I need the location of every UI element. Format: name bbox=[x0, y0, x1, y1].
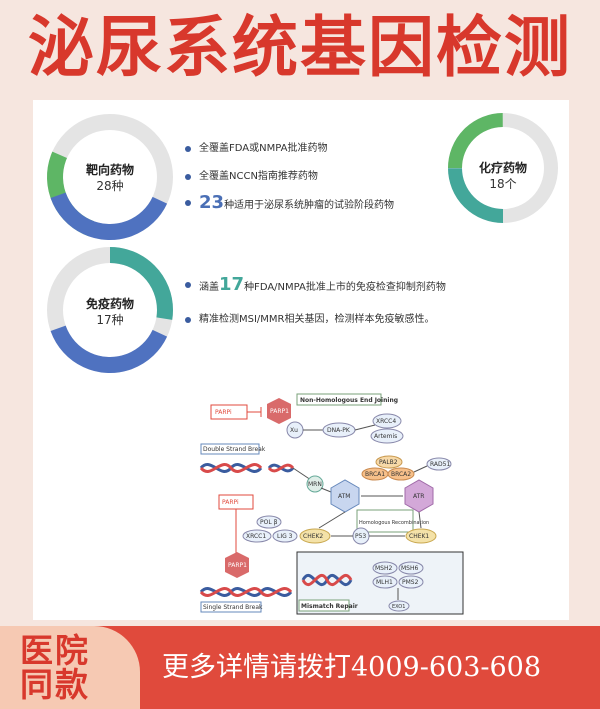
immune-bullet-2: 精准检测MSI/MMR相关基因，检测样本免疫敏感性。 bbox=[185, 313, 446, 327]
immune-bullets: 涵盖17种FDA/NMPA批准上市的免疫检查抑制剂药物 精准检测MSI/MMR相… bbox=[185, 276, 446, 341]
chemo-ring-green bbox=[448, 113, 558, 223]
mlh1-node bbox=[372, 575, 398, 589]
immune-count: 17种 bbox=[96, 313, 124, 327]
chek1-label: CHEK1 bbox=[409, 533, 429, 540]
parpi-top-label: PARPi bbox=[215, 409, 232, 416]
chemo-label: 化疗药物 18个 bbox=[468, 160, 538, 192]
rad51-node bbox=[426, 457, 452, 471]
chek2-node bbox=[299, 528, 331, 544]
exo1-label: EXO1 bbox=[392, 604, 405, 610]
atr-hex bbox=[404, 479, 434, 513]
hospital-stamp bbox=[0, 626, 140, 709]
atm-hex bbox=[330, 479, 360, 513]
atm-label: ATM bbox=[338, 493, 350, 500]
immune-ring-blue bbox=[47, 247, 173, 373]
exo1-node bbox=[388, 600, 410, 612]
msh6-label: MSH6 bbox=[401, 565, 418, 572]
polb-label: POL β bbox=[260, 519, 278, 526]
immune-bullet-1: 涵盖17种FDA/NMPA批准上市的免疫检查抑制剂药物 bbox=[185, 276, 446, 295]
xrcc4-node bbox=[372, 413, 402, 429]
dsb-box bbox=[200, 443, 260, 455]
polb-node bbox=[256, 515, 282, 529]
msh2-label: MSH2 bbox=[375, 565, 392, 572]
mrn-node bbox=[306, 475, 324, 493]
mrn-label: MRN bbox=[308, 481, 322, 488]
parp1-bottom-hex bbox=[225, 552, 249, 578]
brca2-node bbox=[387, 467, 415, 481]
parpi-bottom-label: PARPi bbox=[222, 499, 239, 506]
page-title: 泌尿系统基因检测 bbox=[28, 8, 572, 86]
xrcc1-label: XRCC1 bbox=[246, 533, 266, 540]
mmr-label-box bbox=[298, 599, 350, 612]
lig3-label: LIG 3 bbox=[277, 533, 293, 540]
dnapk-label: DNA-PK bbox=[327, 427, 351, 434]
mlh1-label: MLH1 bbox=[376, 579, 393, 586]
hr-label: Homologous Recombination bbox=[359, 520, 429, 526]
atr-label: ATR bbox=[413, 493, 424, 500]
msh6-node bbox=[398, 561, 424, 575]
palb2-label: PALB2 bbox=[379, 459, 398, 466]
targeted-bullet-1: 全覆盖FDA或NMPA批准药物 bbox=[185, 142, 394, 156]
immune-ring-chart bbox=[47, 247, 173, 373]
xrcc4-label: XRCC4 bbox=[376, 418, 396, 425]
hr-box bbox=[356, 509, 414, 533]
targeted-count: 28种 bbox=[96, 179, 124, 193]
pms2-node bbox=[398, 575, 424, 589]
nhej-box bbox=[296, 393, 382, 406]
artemis-node bbox=[370, 428, 404, 444]
xu-label: Xu bbox=[290, 427, 298, 434]
mmr-label: Mismatch Repair bbox=[301, 603, 358, 610]
nhej-label: Non-Homologous End Joining bbox=[300, 397, 398, 404]
contact-phone[interactable]: 更多详情请拨打4009-603-608 bbox=[162, 652, 542, 683]
lig3-node bbox=[272, 529, 298, 543]
targeted-bullet-2: 全覆盖NCCN指南推荐药物 bbox=[185, 170, 394, 184]
palb2-node bbox=[375, 455, 403, 469]
xrcc1-node bbox=[242, 529, 272, 543]
p53-label: P53 bbox=[355, 533, 366, 540]
ssb-box bbox=[200, 601, 262, 613]
brca1-label: BRCA1 bbox=[365, 471, 385, 478]
chemo-ring-chart bbox=[448, 113, 558, 223]
msh2-node bbox=[372, 561, 398, 575]
rad51-label: RAD51 bbox=[430, 461, 450, 468]
artemis-label: Artemis bbox=[374, 433, 397, 440]
content-card: 靶向药物 28种 全覆盖FDA或NMPA批准药物 全覆盖NCCN指南推荐药物 2… bbox=[33, 100, 569, 620]
parp1-top-hex bbox=[267, 398, 291, 424]
pms2-label: PMS2 bbox=[402, 579, 419, 586]
dsb-label: Double Strand Break bbox=[203, 446, 266, 453]
targeted-bullets: 全覆盖FDA或NMPA批准药物 全覆盖NCCN指南推荐药物 23种适用于泌尿系统… bbox=[185, 142, 394, 227]
targeted-label: 靶向药物 28种 bbox=[70, 162, 150, 194]
parp1-bottom-label: PARP1 bbox=[228, 562, 247, 569]
immune-label: 免疫药物 17种 bbox=[70, 296, 150, 328]
ssb-label: Single Strand Break bbox=[203, 604, 263, 611]
parp1-top-label: PARP1 bbox=[270, 408, 289, 415]
dna-repair-diagram: PARPi PARP1 Non-Homologous End Joining X… bbox=[199, 393, 464, 615]
chemo-ring-teal bbox=[448, 113, 558, 223]
chemo-count: 18个 bbox=[489, 177, 517, 191]
chek2-label: CHEK2 bbox=[303, 533, 323, 540]
targeted-bullet-3: 23种适用于泌尿系统肿瘤的试验阶段药物 bbox=[185, 194, 394, 213]
hospital-stamp-text: 医院 同款 bbox=[20, 631, 90, 704]
targeted-ring-chart bbox=[46, 114, 173, 240]
immune-ring-teal bbox=[47, 247, 173, 373]
brca2-label: BRCA2 bbox=[391, 471, 411, 478]
chek1-node bbox=[405, 528, 437, 544]
targeted-ring-blue bbox=[47, 114, 173, 240]
